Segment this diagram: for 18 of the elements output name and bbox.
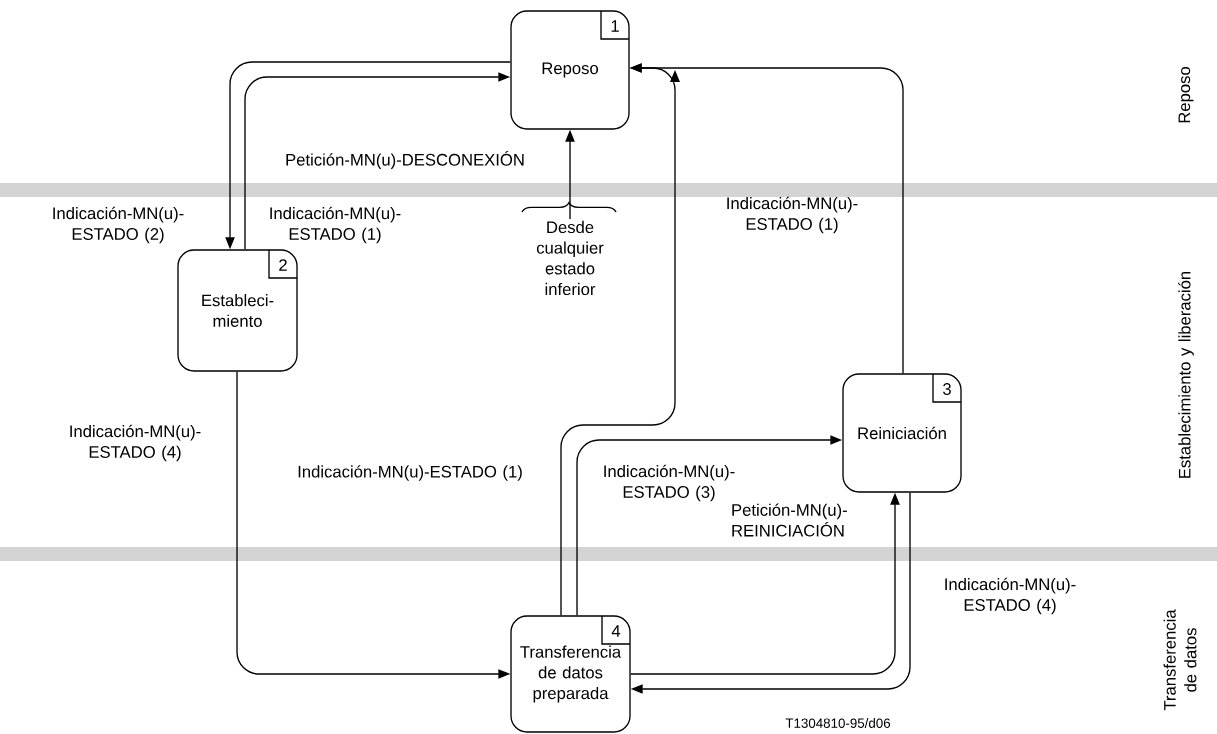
edge-label: Indicación-MN(u)-ESTADO (1) — [298, 465, 522, 481]
edge-label: Indicación-MN(u)- ESTADO (1) — [727, 196, 858, 234]
edge-label: Indicación-MN(u)- ESTADO (4) — [70, 424, 201, 462]
edge-label: Petición-MN(u)- REINICIACIÓN — [732, 503, 847, 537]
edge-label: Indicación-MN(u)- ESTADO (3) — [604, 464, 735, 502]
note-text: Desde cualquier estado inferior — [536, 220, 604, 296]
state-number: 4 — [601, 615, 631, 645]
lane-title: Establecimiento y liberación — [1178, 271, 1194, 478]
edge-label: Indicación-MN(u)- ESTADO (4) — [945, 577, 1076, 615]
edge-label: Indicación-MN(u)- ESTADO (1) — [270, 206, 401, 244]
state-number: 2 — [268, 249, 298, 279]
edge-label: Petición-MN(u)-DESCONEXIÓN — [286, 151, 524, 169]
lane-title: Reposo — [1178, 67, 1194, 123]
state-number: 3 — [932, 373, 962, 403]
state-number: 1 — [600, 10, 630, 40]
lane-title: Transferencia de datos — [1163, 609, 1197, 711]
figure-code: T1304810-95/d06 — [785, 718, 891, 728]
edge-label: Indicación-MN(u)- ESTADO (2) — [53, 206, 184, 244]
